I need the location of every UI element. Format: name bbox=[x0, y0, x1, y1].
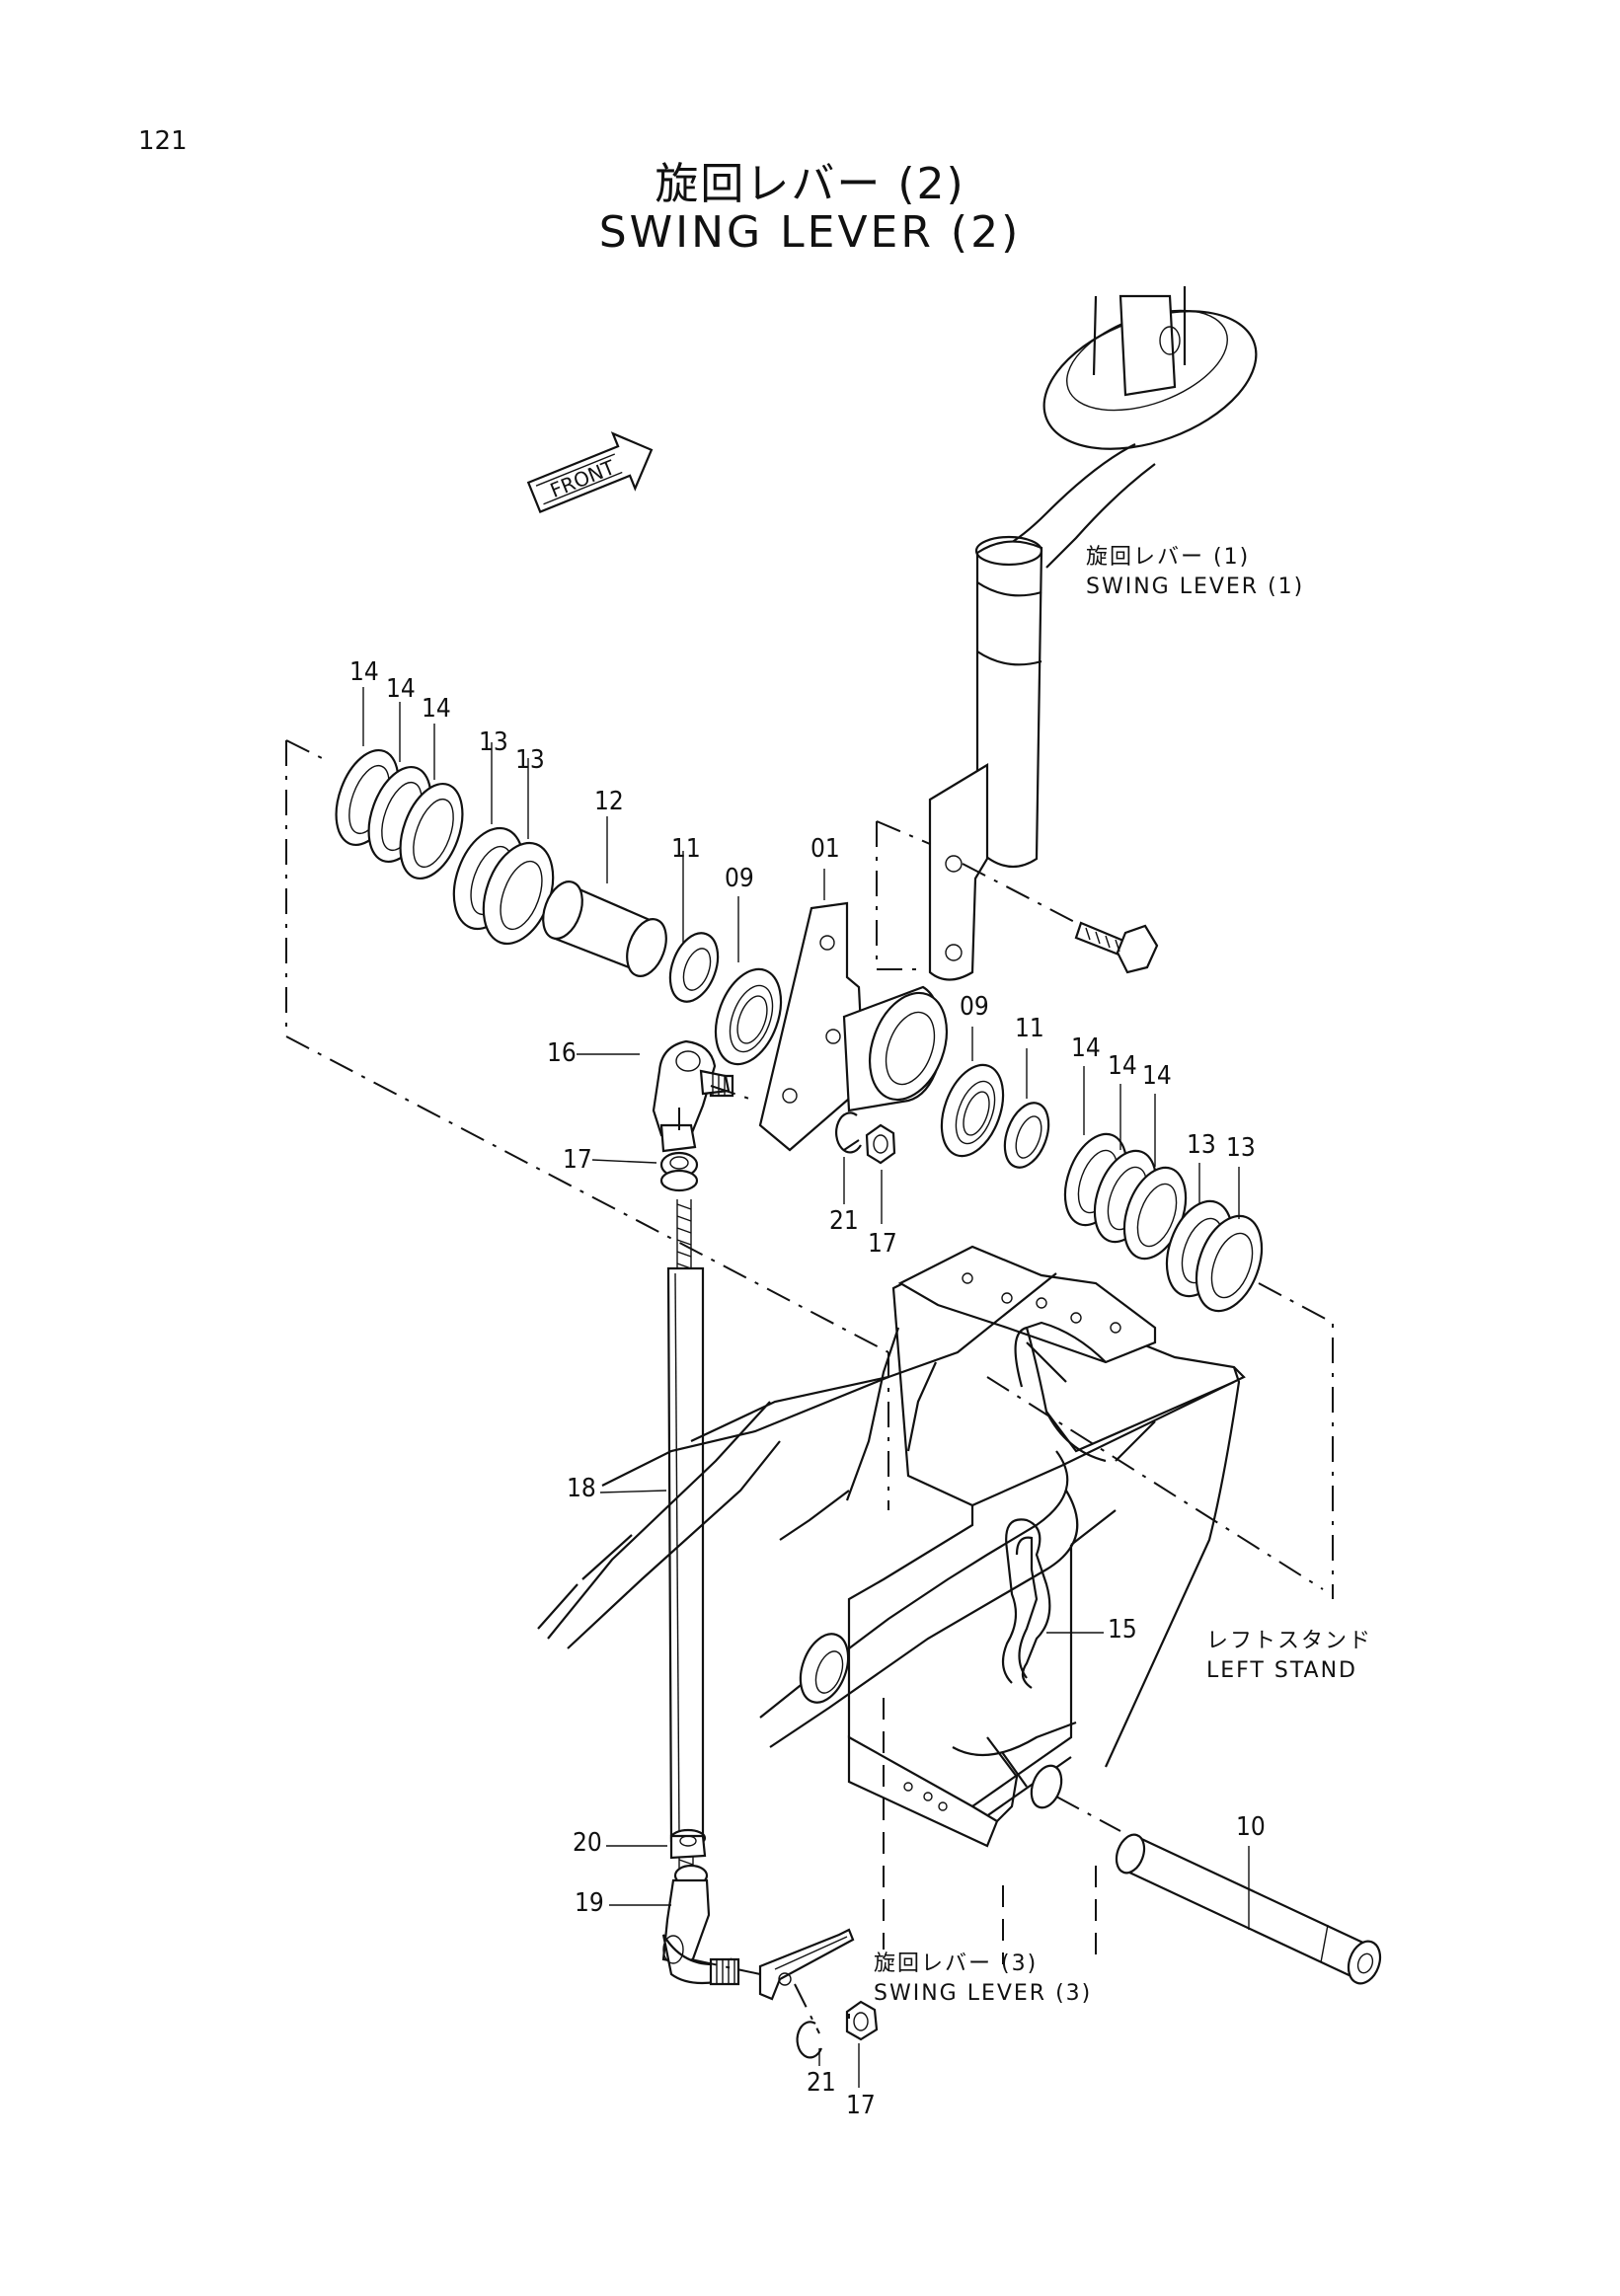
callout-14-d: 14 bbox=[1071, 1033, 1101, 1063]
front-arrow-icon: FRONT bbox=[526, 431, 654, 513]
ref-swing-lever-1: 旋回レバー (1) SWING LEVER (1) bbox=[1086, 543, 1304, 602]
swing-lever-3-part bbox=[758, 1928, 879, 2059]
bolt-part bbox=[1074, 921, 1159, 974]
leader-lines bbox=[362, 687, 1250, 2088]
ref-swing-lever-1-en: SWING LEVER (1) bbox=[1086, 574, 1305, 599]
pin-part bbox=[1115, 1833, 1382, 1985]
left-stand-frame bbox=[537, 1245, 1246, 1848]
page-number: 121 bbox=[138, 126, 188, 156]
callout-10: 10 bbox=[1236, 1812, 1266, 1842]
callout-13-a: 13 bbox=[479, 727, 508, 757]
callout-13-c: 13 bbox=[1187, 1130, 1216, 1160]
left-exploded-stack bbox=[335, 748, 783, 1066]
callout-11-b: 11 bbox=[1015, 1014, 1044, 1043]
callout-21-a: 21 bbox=[829, 1206, 859, 1236]
callout-09-b: 09 bbox=[960, 992, 989, 1022]
callout-01: 01 bbox=[810, 834, 840, 864]
callout-11-a: 11 bbox=[671, 834, 701, 864]
swing-lever-1-part bbox=[876, 286, 1258, 981]
callout-14-a: 14 bbox=[349, 657, 379, 687]
callout-14-c: 14 bbox=[422, 694, 451, 724]
callout-16: 16 bbox=[547, 1038, 577, 1068]
cotter-pin-part bbox=[1001, 1518, 1051, 1689]
ref-swing-lever-3-jp: 旋回レバー (3) bbox=[874, 1952, 1039, 1976]
ref-left-stand-en: LEFT STAND bbox=[1206, 1658, 1357, 1683]
right-exploded-stack bbox=[940, 1063, 1264, 1313]
title-japanese: 旋回レバー (2) bbox=[655, 159, 965, 209]
ref-left-stand: レフトスタンド LEFT STAND bbox=[1206, 1627, 1372, 1686]
callout-20: 20 bbox=[573, 1828, 602, 1858]
callout-09-a: 09 bbox=[725, 864, 754, 893]
ref-swing-lever-3: 旋回レバー (3) SWING LEVER (3) bbox=[874, 1950, 1092, 2009]
callout-14-b: 14 bbox=[386, 674, 416, 704]
title-english: SWING LEVER (2) bbox=[598, 207, 1022, 258]
callout-18: 18 bbox=[567, 1474, 596, 1503]
callout-14-f: 14 bbox=[1142, 1061, 1172, 1091]
tie-rod-assembly bbox=[652, 1039, 734, 1895]
bracket-part bbox=[758, 901, 948, 1152]
callout-12: 12 bbox=[594, 787, 624, 816]
callout-13-b: 13 bbox=[515, 745, 545, 775]
callout-14-e: 14 bbox=[1108, 1051, 1137, 1081]
callout-15: 15 bbox=[1108, 1615, 1137, 1645]
callout-13-d: 13 bbox=[1226, 1133, 1256, 1163]
callout-17-a: 17 bbox=[563, 1145, 592, 1175]
callout-17-c: 17 bbox=[846, 2091, 876, 2120]
ref-left-stand-jp: レフトスタンド bbox=[1206, 1629, 1373, 1653]
callout-19: 19 bbox=[575, 1888, 604, 1918]
callout-17-b: 17 bbox=[868, 1229, 897, 1259]
callout-21-b: 21 bbox=[807, 2068, 836, 2098]
ering-nut-upper bbox=[835, 1111, 896, 1165]
guide-lines bbox=[285, 739, 1334, 2034]
ref-swing-lever-1-jp: 旋回レバー (1) bbox=[1086, 545, 1251, 570]
ref-swing-lever-3-en: SWING LEVER (3) bbox=[874, 1981, 1093, 2006]
lower-rod-end bbox=[661, 1834, 740, 1986]
